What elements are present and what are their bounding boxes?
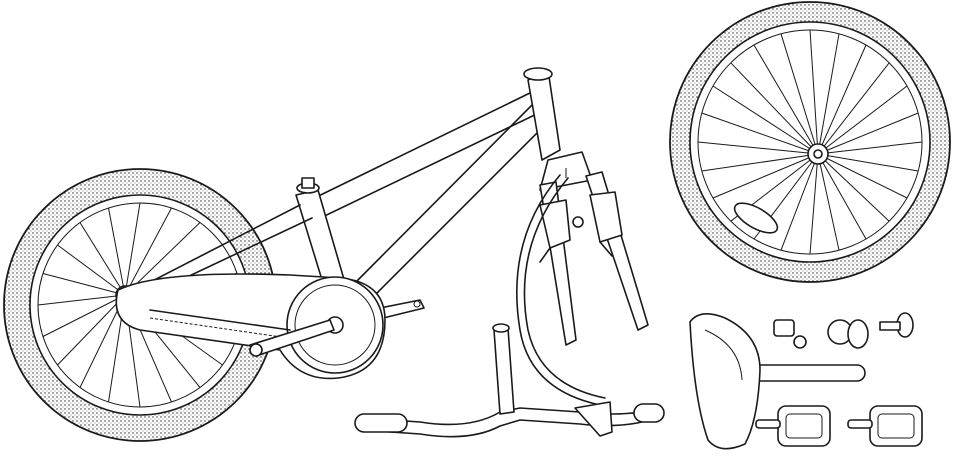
spoke [817,85,908,155]
spoke [701,153,819,172]
pedal-right [847,405,923,447]
spoke [817,153,890,222]
spoke [780,153,819,251]
spoke [712,85,819,155]
spoke [817,44,867,155]
handlebar [354,323,665,438]
spoke [817,33,840,155]
spoke [108,207,126,296]
spoke [697,141,819,155]
reflector [879,312,914,338]
spoke [730,62,819,155]
spoke [809,153,819,255]
spoke [701,112,819,155]
spoke [817,153,919,172]
spoke [57,244,126,296]
chain-guard [115,273,386,380]
spoke [124,207,172,296]
brake-cable [515,174,606,406]
spoke [79,222,126,296]
spoke [42,294,126,337]
spoke [817,141,923,155]
spoke [817,112,919,155]
spoke [817,153,867,240]
spoke [42,273,126,296]
spoke [37,294,126,306]
spoke [780,33,819,155]
spoke [817,153,840,251]
spoke [817,153,908,199]
saddle-with-seatpost [689,313,866,450]
seat-clamp [827,319,869,349]
front-fork [539,151,649,346]
front-wheel [669,1,951,283]
spoke [817,62,890,155]
bell [773,319,807,349]
spoke [57,294,126,366]
spoke [753,44,819,155]
spoke [124,202,141,296]
spoke [712,153,819,199]
pedal-left [755,405,831,447]
spoke [809,29,819,155]
